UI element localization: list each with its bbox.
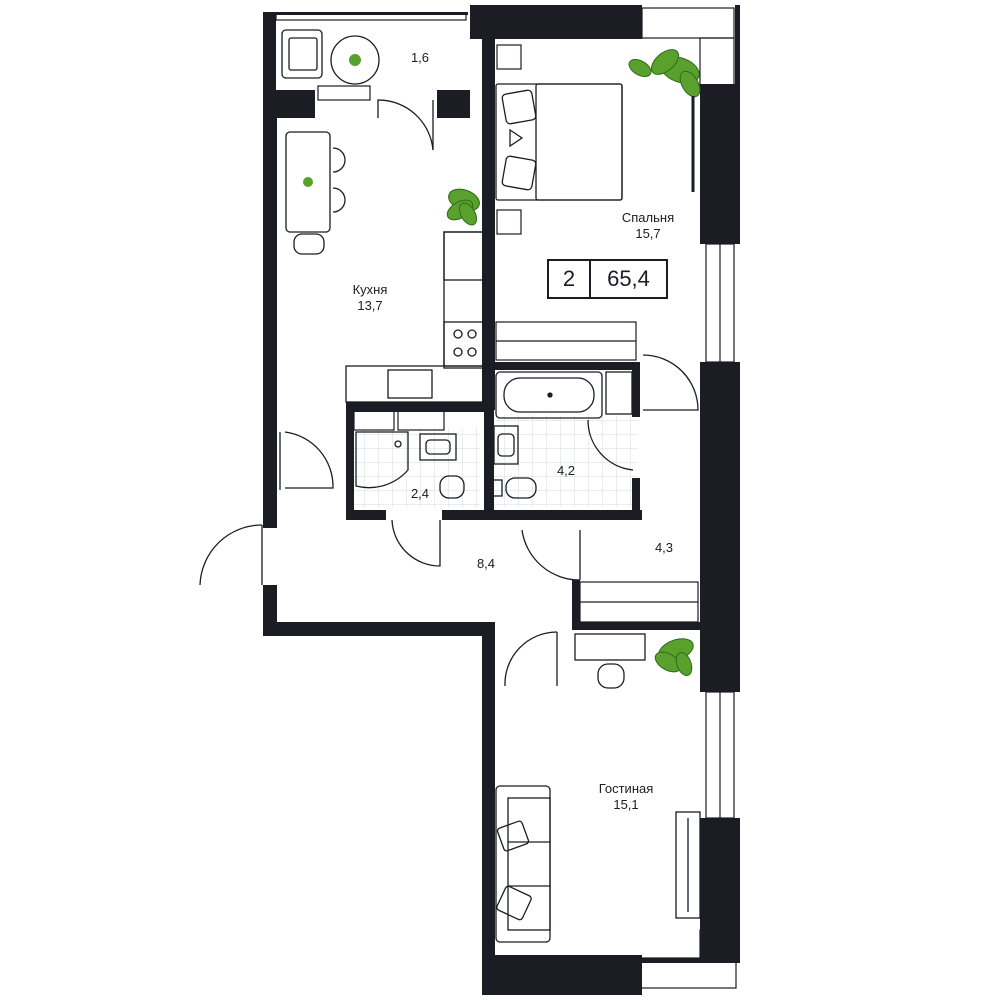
room-name: Гостиная bbox=[598, 781, 654, 796]
bath-toilet-icon bbox=[485, 477, 537, 499]
kitchen-plant-icon bbox=[446, 188, 480, 226]
room-label-balcony: 1,6 bbox=[400, 50, 440, 66]
room-label-kitchen: Кухня 13,7 bbox=[330, 282, 410, 314]
room-area: 1,6 bbox=[410, 50, 430, 65]
washing-machine-icon bbox=[605, 371, 633, 415]
room-label-bathroom: 4,2 bbox=[546, 463, 586, 479]
room-name: Кухня bbox=[352, 282, 388, 297]
room-area: 13,7 bbox=[357, 298, 383, 313]
room-label-corridor: 4,3 bbox=[644, 540, 684, 556]
walls bbox=[263, 5, 740, 995]
kitchen-counter-icon bbox=[345, 231, 485, 403]
wc-icon bbox=[439, 475, 465, 499]
room-name: Спальня bbox=[621, 210, 675, 225]
room-area: 8,4 bbox=[476, 556, 496, 571]
doors bbox=[199, 99, 699, 687]
toilet-tiles bbox=[354, 428, 480, 508]
armchair-icon bbox=[281, 29, 323, 79]
room-label-bedroom: Спальня 15,7 bbox=[608, 210, 688, 242]
tv-stand-icon bbox=[675, 811, 701, 919]
room-label-toilet: 2,4 bbox=[400, 486, 440, 502]
room-area: 2,4 bbox=[410, 486, 430, 501]
bath-sink-icon bbox=[493, 425, 519, 465]
bathtub-icon bbox=[495, 371, 603, 419]
total-area: 65,4 bbox=[607, 266, 650, 291]
toilet-cabinet-icon bbox=[353, 409, 445, 431]
room-area: 15,1 bbox=[613, 797, 639, 812]
toilet-sink-icon bbox=[419, 433, 457, 461]
balcony-bench-icon bbox=[317, 85, 371, 101]
room-area: 4,3 bbox=[654, 540, 674, 555]
room-area: 15,7 bbox=[635, 226, 661, 241]
shower-icon bbox=[355, 431, 409, 489]
apartment-badge: 2 65,4 bbox=[547, 259, 668, 299]
bedroom-wardrobe-icon bbox=[495, 321, 637, 361]
room-area: 4,2 bbox=[556, 463, 576, 478]
dining-table-icon bbox=[285, 131, 346, 255]
round-table-icon bbox=[330, 35, 380, 85]
nightstand-icon bbox=[496, 44, 522, 235]
desk-icon bbox=[574, 633, 646, 689]
living-plant-icon bbox=[654, 638, 694, 677]
room-label-living: Гостиная 15,1 bbox=[586, 781, 666, 813]
rooms-count: 2 bbox=[549, 261, 591, 297]
sofa-icon bbox=[495, 785, 551, 943]
bathroom-tiles bbox=[492, 415, 638, 507]
corridor-wardrobe-icon bbox=[579, 581, 699, 623]
bed-icon bbox=[495, 83, 623, 201]
room-label-hall: 8,4 bbox=[466, 556, 506, 572]
bedroom-plant-icon bbox=[628, 49, 701, 98]
windows bbox=[275, 7, 737, 989]
